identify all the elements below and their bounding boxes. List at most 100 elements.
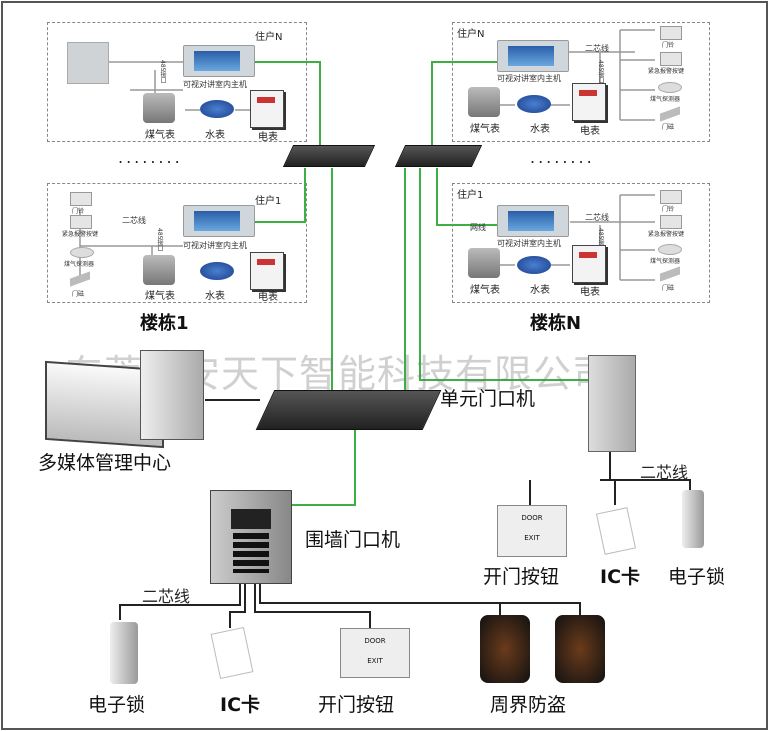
device-label: 门磁 [72,291,85,298]
unit-label: 住户N [457,29,485,40]
device-label: 煤气探测器 [650,96,681,103]
electronic-lock-icon [110,622,138,684]
alarm-button-icon [70,215,92,229]
gas-meter-icon [468,248,500,278]
indoor-monitor-icon [183,45,255,77]
device-label: 门铃 [72,208,85,215]
perimeter-sensor-icon [555,615,605,683]
gas-label: 煤气表 [145,130,175,141]
indoor-monitor-icon [497,205,569,237]
alarm-button-icon [660,215,682,229]
indoor-monitor-icon [183,205,255,237]
keypad-icon [233,533,269,573]
wall-door-station-icon [210,490,292,584]
item-label: IC卡 [600,566,641,588]
perimeter-sensor-icon [480,615,530,683]
ellipsis: ........ [118,148,183,167]
green-line [419,168,590,381]
building1-title: 楼栋1 [140,313,189,334]
port-label: 485接口 [159,60,166,84]
device-label: 煤气探测器 [650,258,681,265]
network-switch-icon [394,145,483,167]
green-line [292,425,356,506]
buildingN-title: 楼栋N [530,313,582,334]
buildingN-unitN-box [452,22,710,142]
port-label: 485接口 [156,228,163,252]
building1-unit1-box [47,183,307,303]
unit-label: 住户1 [457,190,484,201]
green-line [436,168,497,226]
item-label: 开门按钮 [483,566,560,588]
item-label: 电子锁 [88,694,146,716]
electric-meter-icon [572,245,606,283]
water-meter-icon [200,100,234,118]
wire-label: 二芯线 [585,213,609,222]
gas-meter-icon [468,87,500,117]
monitor-label: 可视对讲室内主机 [497,239,561,248]
alarm-button-icon [660,52,682,66]
exit-button-icon: DOOR EXIT [497,505,567,557]
gas-meter-icon [143,255,175,285]
item-label: 周界防盗 [490,694,567,716]
water-label: 水表 [530,124,550,135]
monitor-label: 可视对讲室内主机 [497,74,561,83]
device-label: 门磁 [662,124,675,131]
display-icon [231,509,271,529]
gas-label: 煤气表 [470,285,500,296]
computer-tower-icon [140,350,204,440]
electric-label: 电表 [258,292,278,303]
water-label: 水表 [205,130,225,141]
water-meter-icon [517,95,551,113]
wire-line [119,580,581,628]
green-line [431,61,497,148]
device-label: 门铃 [662,42,675,49]
gas-label: 煤气表 [145,291,175,302]
device-label: 门磁 [662,285,675,292]
device-label: 门铃 [662,206,675,213]
gas-meter-icon [143,93,175,123]
net-label: 网线 [470,223,486,232]
unit-label: 住户N [255,32,283,43]
item-label: 电子锁 [668,566,726,588]
electric-label: 电表 [258,132,278,143]
button-text: EXIT [524,534,540,542]
network-switch-icon [282,145,376,167]
monitor-label: 可视对讲室内主机 [183,80,247,89]
wire-label: 二芯线 [585,44,609,53]
port-label: 485接口 [597,228,604,252]
electric-label: 电表 [580,126,600,137]
device-label: 紧急报警按键 [648,231,685,238]
wire-line [529,450,691,505]
water-meter-icon [517,256,551,274]
device-label: 煤气探测器 [64,261,95,268]
device-label: 紧急报警按键 [62,231,99,238]
monitor-label: 可视对讲室内主机 [183,241,247,250]
buildingN-unit1-box [452,183,710,303]
button-text: DOOR [521,514,543,522]
port-label: 485接口 [597,60,604,84]
building1-unitN-box [47,22,307,142]
gas-detector-icon [658,244,682,255]
button-text: EXIT [367,657,383,665]
unit-door-station-icon [588,355,636,452]
item-label: 开门按钮 [318,694,395,716]
electric-meter-icon [250,90,284,128]
wire-label: 二芯线 [142,587,191,606]
electronic-lock-icon [682,490,704,548]
doorbell-icon [660,190,682,204]
doorbell-icon [70,192,92,206]
wire-label: 二芯线 [122,216,146,225]
wire-label: 二芯线 [640,463,689,482]
electric-meter-icon [572,83,606,121]
unit-label: 住户1 [255,196,282,207]
wall-door-label: 围墙门口机 [305,529,401,551]
gas-label: 煤气表 [470,124,500,135]
indoor-monitor-icon [497,40,569,72]
device-label: 紧急报警按键 [648,68,685,75]
gas-detector-icon [658,82,682,93]
water-meter-icon [200,262,234,280]
